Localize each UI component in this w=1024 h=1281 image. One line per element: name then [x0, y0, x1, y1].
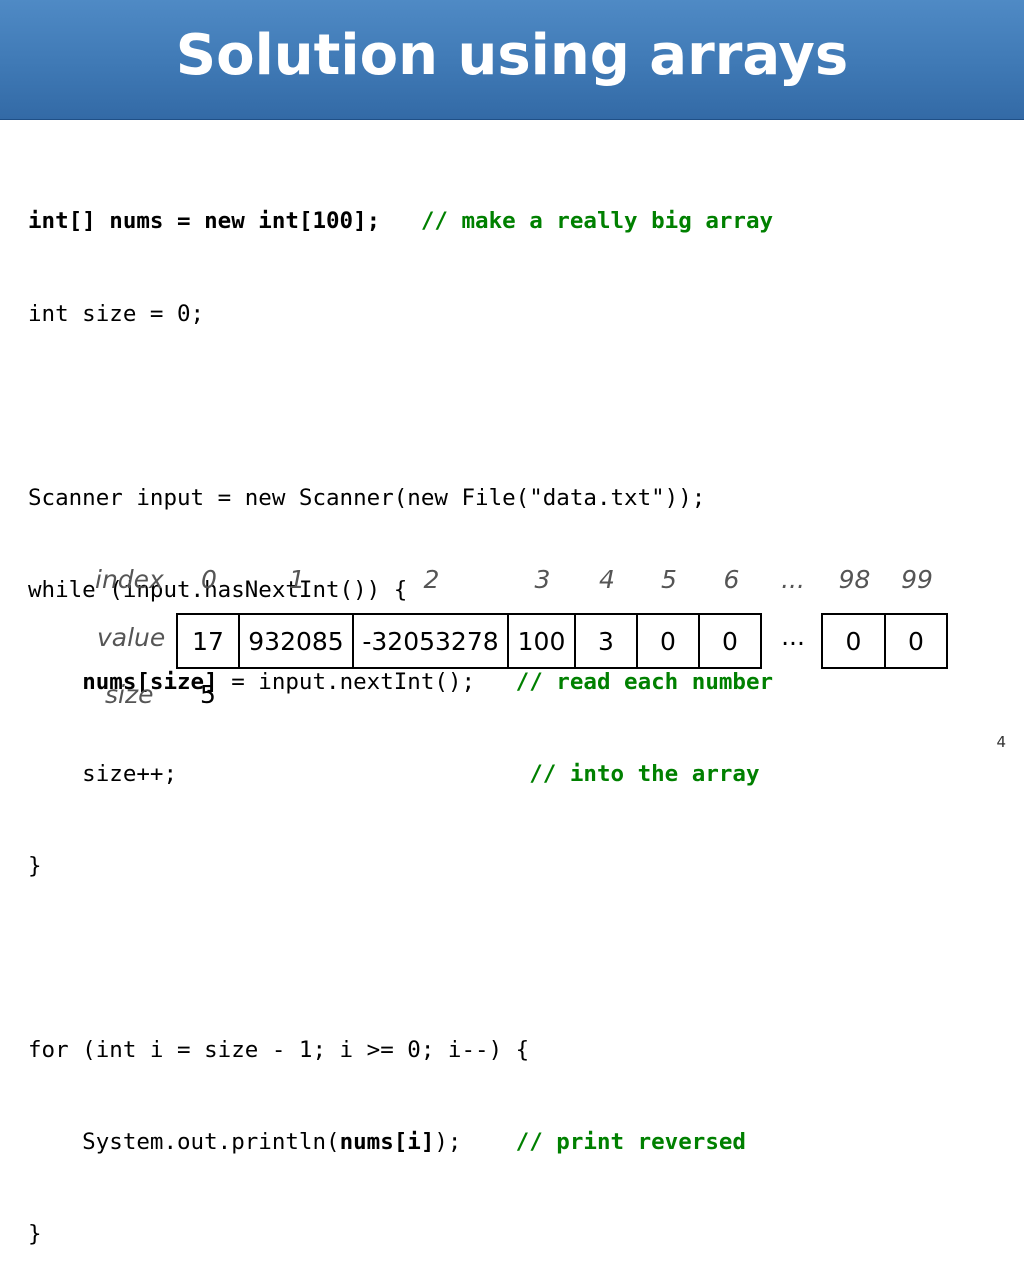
index-number: 3: [534, 565, 551, 594]
index-ellipsis: ...: [781, 565, 805, 594]
array-cell: 0: [884, 613, 948, 669]
code-line-10: for (int i = size - 1; i >= 0; i--) {: [28, 1037, 530, 1064]
code-line-5: while (input.hasNextInt()) {: [28, 576, 408, 603]
index-number: 4: [599, 565, 615, 594]
index-number: 99: [901, 565, 933, 594]
title-bar: Solution using arrays: [0, 0, 1024, 120]
page-number: 4: [996, 733, 1006, 751]
size-value: 5: [200, 680, 216, 709]
code-line-12: }: [28, 1221, 42, 1248]
code-spacing: [380, 208, 421, 234]
code-text: int[] nums = new int[100];: [28, 208, 381, 235]
code-text: );: [434, 1129, 516, 1156]
slide-title: Solution using arrays: [175, 23, 849, 88]
index-number: 0: [201, 565, 217, 594]
code-line-4: Scanner input = new Scanner(new File("da…: [28, 484, 706, 511]
code-line-8: }: [28, 853, 42, 880]
index-number: 2: [423, 565, 440, 594]
array-cell: 17: [176, 613, 240, 669]
code-comment: // read each number: [515, 668, 774, 695]
code-line-6: nums[size] = input.nextInt(); // read ea…: [28, 667, 773, 698]
code-line-blank: [28, 943, 773, 974]
array-cell: 3: [574, 613, 638, 669]
index-number: 6: [723, 565, 740, 594]
code-line-blank: [28, 391, 773, 422]
index-number: 1: [289, 565, 305, 594]
size-label: size: [105, 680, 154, 709]
code-indent: [28, 669, 82, 695]
code-text: = input.nextInt();: [217, 668, 516, 695]
code-line-11: System.out.println(nums[i]); // print re…: [28, 1127, 773, 1158]
array-cell: 932085: [238, 613, 354, 669]
array-cell: 0: [698, 613, 762, 669]
code-text: nums[size]: [82, 668, 218, 695]
code-comment: // make a really big array: [420, 208, 774, 235]
code-line-1: int[] nums = new int[100]; // make a rea…: [28, 206, 773, 237]
code-comment: // into the array: [529, 760, 760, 787]
code-block: int[] nums = new int[100]; // make a rea…: [28, 145, 773, 1281]
array-cell: -32053278: [352, 613, 509, 669]
code-text: nums[i]: [339, 1129, 435, 1156]
array-cell: 0: [636, 613, 700, 669]
array-ellipsis: ...: [781, 622, 805, 651]
index-label: index: [95, 565, 164, 594]
value-label: value: [97, 623, 166, 652]
array-cell: 0: [821, 613, 886, 669]
code-text: size++;: [28, 760, 530, 787]
code-text: System.out.println(: [28, 1129, 340, 1156]
index-number: 5: [661, 565, 677, 594]
array-cell: 100: [507, 613, 576, 669]
index-number: 98: [838, 565, 871, 594]
code-line-7: size++; // into the array: [28, 759, 773, 790]
code-comment: // print reversed: [515, 1129, 746, 1156]
code-line-2: int size = 0;: [28, 300, 205, 327]
